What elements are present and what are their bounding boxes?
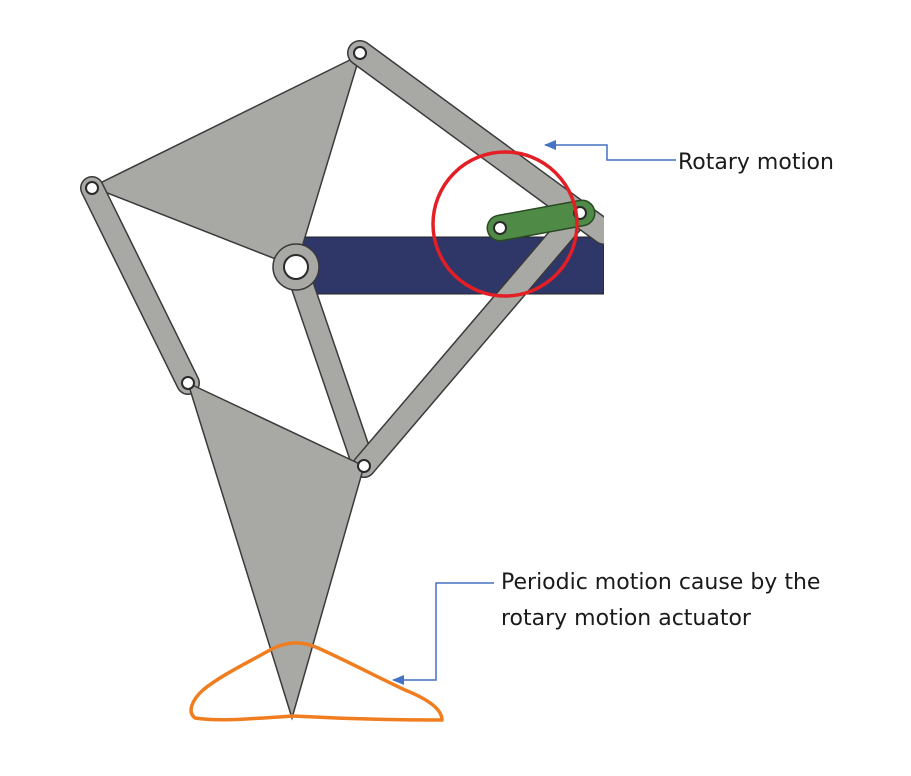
center-link-bar bbox=[285, 256, 375, 477]
lower-leg-triangle bbox=[186, 381, 365, 721]
upper-triangle-link bbox=[90, 53, 362, 268]
ground-pivot-hole bbox=[283, 254, 309, 280]
rotary-highlight-circle bbox=[431, 150, 579, 298]
periodic-callout-arrow bbox=[392, 582, 494, 685]
rotary-motion-label: Rotary motion bbox=[678, 150, 834, 175]
joint-lower bbox=[357, 459, 371, 473]
periodic-motion-label-line1: Periodic motion cause by the bbox=[501, 570, 821, 595]
green-crank bbox=[488, 201, 594, 240]
foot-path-curve bbox=[189, 641, 444, 722]
rotary-callout-arrow bbox=[544, 140, 676, 161]
joint-top bbox=[353, 46, 367, 60]
left-link-bar bbox=[81, 177, 199, 394]
periodic-motion-label-line2: rotary motion actuator bbox=[501, 606, 751, 631]
top-link-bar bbox=[348, 41, 616, 244]
diagonal-link-bar bbox=[353, 202, 591, 477]
periodic-motion-label: Periodic motion cause by the rotary moti… bbox=[501, 565, 820, 637]
joint-left-upper bbox=[85, 181, 99, 195]
joint-left-mid bbox=[181, 376, 195, 390]
joint-crank-inner bbox=[493, 221, 507, 235]
right-crop-mask bbox=[604, 170, 644, 310]
